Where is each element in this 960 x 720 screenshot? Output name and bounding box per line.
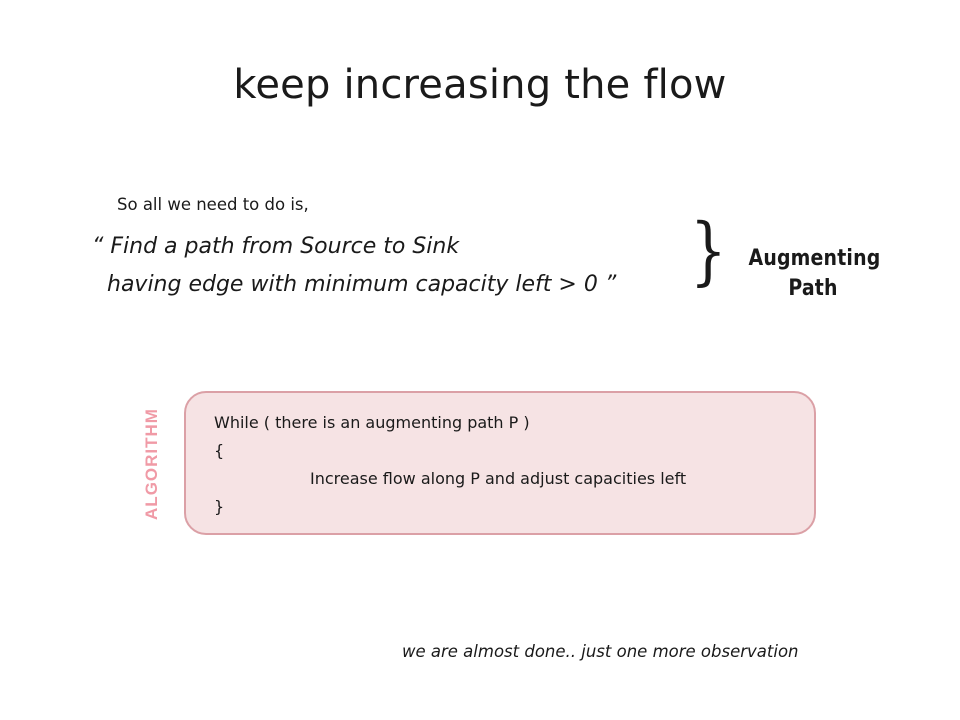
augmenting-label-line-2: Path bbox=[788, 276, 838, 301]
quote-line-2: having edge with minimum capacity left >… bbox=[107, 272, 617, 297]
augmenting-path-label: Augmenting Path bbox=[748, 244, 881, 304]
quote-line-1: “ Find a path from Source to Sink bbox=[92, 234, 460, 259]
curly-brace: } bbox=[690, 208, 727, 294]
algorithm-box: While ( there is an augmenting path P ) … bbox=[184, 391, 816, 535]
code-line-while: While ( there is an augmenting path P ) bbox=[214, 413, 530, 432]
algorithm-label: ALGORITHM bbox=[142, 408, 161, 520]
code-line-close-brace: } bbox=[214, 497, 225, 516]
footer-note: we are almost done.. just one more obser… bbox=[402, 642, 799, 661]
augmenting-label-line-1: Augmenting bbox=[748, 246, 881, 271]
code-line-body: Increase flow along P and adjust capacit… bbox=[310, 469, 687, 488]
slide-title: keep increasing the flow bbox=[233, 62, 727, 108]
intro-text: So all we need to do is, bbox=[117, 195, 309, 214]
code-line-open-brace: { bbox=[214, 441, 225, 460]
